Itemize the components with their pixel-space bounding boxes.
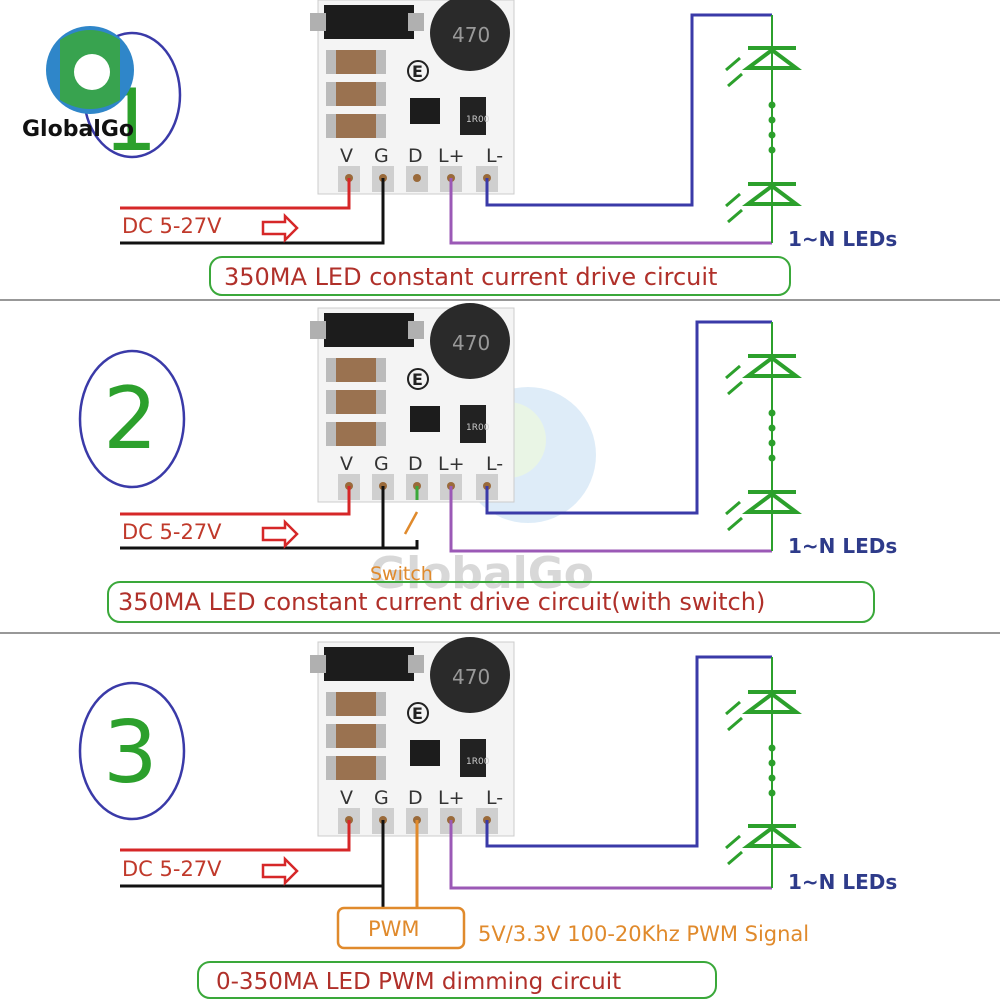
- panel-number: 2: [103, 369, 158, 469]
- arrow-icon: [261, 518, 299, 550]
- svg-text:L-: L-: [486, 787, 503, 809]
- pwm-box: [336, 906, 466, 950]
- svg-text:L+: L+: [438, 145, 465, 167]
- caption: 350MA LED constant current drive circuit…: [118, 588, 765, 616]
- led-symbol: [725, 824, 802, 866]
- led-negative-wire: [485, 320, 772, 515]
- panel-number-circle: [78, 349, 186, 489]
- dc-positive-wire: [120, 820, 351, 852]
- led-symbol: [725, 182, 802, 224]
- svg-text:E: E: [412, 704, 423, 723]
- capacitor: [326, 756, 386, 780]
- caption: 0-350MA LED PWM dimming circuit: [216, 969, 621, 995]
- pcb-module: 470 E 1R00 V G D L+ L-: [310, 0, 515, 195]
- svg-text:D: D: [408, 145, 423, 167]
- capacitor: [326, 50, 386, 74]
- diode-chip: [324, 5, 414, 39]
- capacitor: [326, 692, 386, 716]
- pwm-signal-label: 5V/3.3V 100-20Khz PWM Signal: [478, 922, 809, 946]
- pcb-module: 470 E 1R00 V G D L+ L-: [310, 637, 515, 837]
- switch: [383, 486, 419, 550]
- svg-text:V: V: [340, 787, 353, 809]
- capacitor: [326, 390, 386, 414]
- inductor: [430, 0, 510, 71]
- svg-text:1R00: 1R00: [466, 423, 490, 433]
- panel-3: 3 470 E 1R00 V G D L+ L-: [78, 637, 897, 999]
- inductor: [430, 637, 510, 713]
- capacitor: [326, 114, 386, 138]
- watermark-text: GlobalGo: [370, 548, 594, 599]
- svg-text:V: V: [340, 145, 353, 167]
- led-symbol: [725, 690, 802, 732]
- svg-text:1R00: 1R00: [466, 757, 490, 767]
- pcb-module: 470 E 1R00 V G D L+ L-: [310, 303, 515, 503]
- panel-1: 1 470 E 1R00 V G D L+ L-: [82, 0, 897, 296]
- dc-input-label: DC 5-27V: [122, 520, 222, 544]
- led-symbol: [725, 490, 802, 532]
- capacitor: [326, 358, 386, 382]
- switch-label: Switch: [370, 563, 433, 585]
- svg-text:V: V: [340, 453, 353, 475]
- led-chain: [725, 15, 802, 243]
- svg-text:470: 470: [452, 331, 490, 355]
- ic-chip: [410, 98, 440, 124]
- panel-number-circle: [78, 681, 186, 821]
- led-chain: [725, 657, 802, 888]
- sense-resistor: [460, 97, 486, 135]
- ground-wire: [120, 178, 385, 245]
- svg-text:L+: L+: [438, 453, 465, 475]
- svg-text:G: G: [374, 145, 389, 167]
- svg-text:470: 470: [452, 23, 490, 47]
- dc-positive-wire: [120, 178, 351, 210]
- capacitor: [326, 724, 386, 748]
- logo-text: GlobalGo: [22, 117, 134, 142]
- arrow-icon: [261, 212, 299, 244]
- svg-text:D: D: [408, 787, 423, 809]
- led-positive-wire: [449, 820, 772, 890]
- led-positive-wire: [449, 178, 772, 245]
- svg-text:E: E: [412, 370, 423, 389]
- led-symbol: [725, 354, 802, 396]
- dc-input-label: DC 5-27V: [122, 214, 222, 238]
- svg-text:G: G: [374, 453, 389, 475]
- svg-text:L-: L-: [486, 145, 503, 167]
- led-symbol: [725, 46, 802, 88]
- caption-box: [209, 256, 791, 296]
- leds-label: 1~N LEDs: [788, 870, 897, 894]
- svg-text:D: D: [408, 453, 423, 475]
- caption-box: [107, 581, 875, 623]
- panel-2: 2 470 E 1R00 V G D L+ L-: [78, 303, 897, 623]
- leds-label: 1~N LEDs: [788, 227, 897, 251]
- dc-positive-wire: [120, 486, 351, 516]
- led-negative-wire: [485, 13, 772, 207]
- led-positive-wire: [449, 486, 772, 553]
- arrow-icon: [261, 855, 299, 887]
- inductor: [430, 303, 510, 379]
- svg-text:1R00: 1R00: [466, 115, 490, 125]
- panel-number: 3: [103, 703, 158, 803]
- capacitor: [326, 422, 386, 446]
- capacitor: [326, 82, 386, 106]
- svg-text:470: 470: [452, 665, 490, 689]
- e-mark: [407, 60, 429, 82]
- led-negative-wire: [485, 655, 772, 848]
- svg-text:L+: L+: [438, 787, 465, 809]
- leds-label: 1~N LEDs: [788, 534, 897, 558]
- pwm-box-label: PWM: [368, 917, 420, 941]
- brand-logo: GlobalGo: [22, 26, 134, 142]
- svg-text:G: G: [374, 787, 389, 809]
- svg-text:L-: L-: [486, 453, 503, 475]
- led-chain: [725, 322, 802, 551]
- dc-input-label: DC 5-27V: [122, 857, 222, 881]
- caption: 350MA LED constant current drive circuit: [224, 263, 717, 291]
- svg-text:E: E: [412, 62, 423, 81]
- caption-box: [197, 961, 717, 999]
